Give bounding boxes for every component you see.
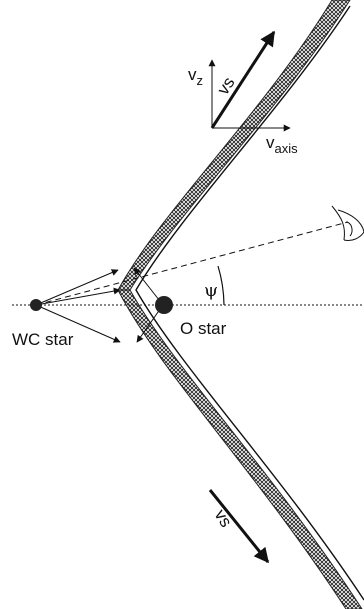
v-axis-label: vaxis bbox=[266, 133, 298, 156]
v-z-main: v bbox=[188, 65, 197, 84]
shock-shell-upper-arm bbox=[117, 0, 351, 291]
v-s-arrow-bottom bbox=[208, 489, 270, 564]
psi-label: ψ bbox=[204, 280, 218, 301]
wc-wind-arrow-mid bbox=[35, 287, 121, 306]
o-star-label: O star bbox=[180, 319, 227, 338]
v-axis-sub: axis bbox=[275, 141, 299, 156]
psi-angle-arc bbox=[217, 265, 225, 306]
wc-wind-arrow-down bbox=[35, 304, 121, 343]
v-s-bottom-label: vs bbox=[211, 506, 236, 530]
shock-shell-lower-arm bbox=[117, 289, 363, 609]
wc-wind-arrow-up bbox=[35, 269, 119, 306]
v-s-arrow-top bbox=[210, 30, 276, 129]
v-axis-main: v bbox=[266, 133, 275, 152]
contact-surface bbox=[135, 5, 364, 601]
o-star bbox=[155, 296, 173, 314]
line-of-sight bbox=[35, 221, 349, 306]
wc-star-label: WC star bbox=[12, 330, 74, 349]
v-z-label: vz bbox=[188, 65, 203, 88]
v-z-sub: z bbox=[197, 73, 204, 88]
wc-star bbox=[30, 299, 42, 311]
eye-icon bbox=[331, 205, 364, 241]
